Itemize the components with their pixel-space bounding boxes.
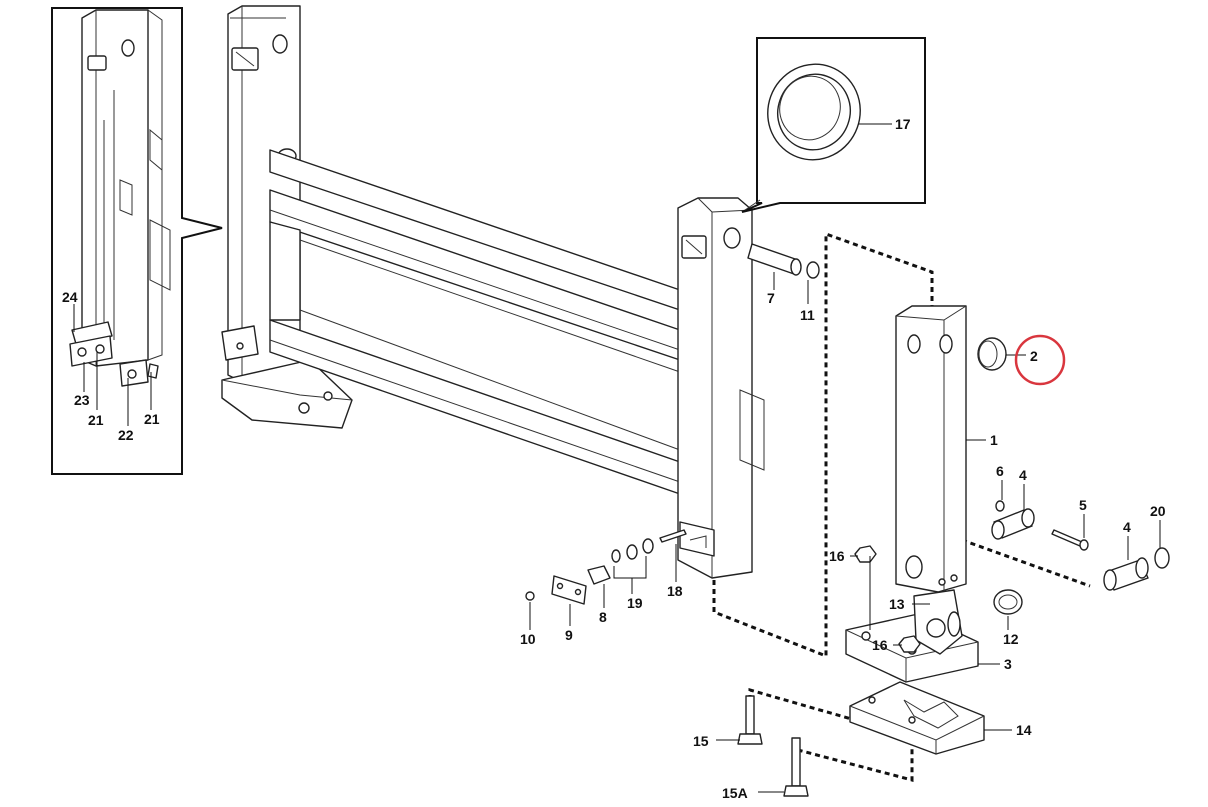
- washers-part-19: [611, 538, 654, 563]
- bolt-part-5: [1051, 529, 1089, 551]
- callout-13: 13: [889, 596, 905, 612]
- foot-pad-part-14: [849, 681, 985, 755]
- bolt-part-18: [659, 529, 687, 543]
- callout-15A: 15A: [722, 785, 748, 801]
- bolt-part-6: [995, 500, 1005, 512]
- callout-23: 23: [74, 392, 90, 408]
- callout-4-upper: 4: [1019, 467, 1027, 483]
- leg-tube-part-1: [895, 305, 967, 593]
- callout-18: 18: [667, 583, 683, 599]
- bushing-part-4-upper: [991, 508, 1035, 540]
- ring-part-20: [1154, 547, 1170, 569]
- callout-10: 10: [520, 631, 536, 647]
- block-part-8: [587, 565, 611, 585]
- inset-detail-panel: 24 23 21 22 21: [51, 7, 223, 475]
- highlight-circle: [1014, 334, 1066, 386]
- plate-part-9: [551, 575, 587, 605]
- callout-16-lower: 16: [872, 637, 888, 653]
- pin-part-7: [747, 243, 820, 279]
- callout-19: 19: [627, 595, 643, 611]
- bolt-part-15A: [783, 737, 809, 797]
- callout-15: 15: [693, 733, 709, 749]
- callout-4-lower: 4: [1123, 519, 1131, 535]
- callout-11: 11: [800, 307, 815, 323]
- seal-ring-part-17: [767, 63, 861, 161]
- callout-16-upper: 16: [829, 548, 845, 564]
- callout-14: 14: [1016, 722, 1032, 738]
- ladder-frame: [221, 5, 765, 579]
- washer-part-12: [993, 589, 1023, 615]
- bushing-part-4-lower: [1103, 557, 1149, 591]
- nut-part-16-upper: [854, 545, 877, 563]
- callout-8: 8: [599, 609, 607, 625]
- swivel-part-13: [913, 589, 963, 655]
- assembly-line-pin: [961, 538, 1091, 588]
- callout-7: 7: [767, 290, 775, 306]
- callout-5: 5: [1079, 497, 1087, 513]
- assembly-line-main: [712, 231, 934, 659]
- inset-bracket: [69, 321, 159, 387]
- cap-part-2: [977, 337, 1007, 371]
- callout-24: 24: [62, 289, 78, 305]
- callout-22: 22: [118, 427, 134, 443]
- callout-20: 20: [1150, 503, 1166, 519]
- callout-9: 9: [565, 627, 573, 643]
- callout-1: 1: [990, 432, 998, 448]
- bolt-part-15: [737, 695, 763, 745]
- callout-17: 17: [895, 116, 911, 132]
- nut-part-10: [525, 591, 535, 601]
- nut-part-16-lower: [898, 635, 921, 653]
- callout-12: 12: [1003, 631, 1019, 647]
- callout-2: 2: [1030, 348, 1038, 364]
- callout-21-right: 21: [144, 411, 160, 427]
- inset-post: [81, 9, 171, 367]
- callout-3: 3: [1004, 656, 1012, 672]
- callout-6: 6: [996, 463, 1004, 479]
- seal-detail-panel: 17: [741, 37, 926, 213]
- callout-21-left: 21: [88, 412, 104, 428]
